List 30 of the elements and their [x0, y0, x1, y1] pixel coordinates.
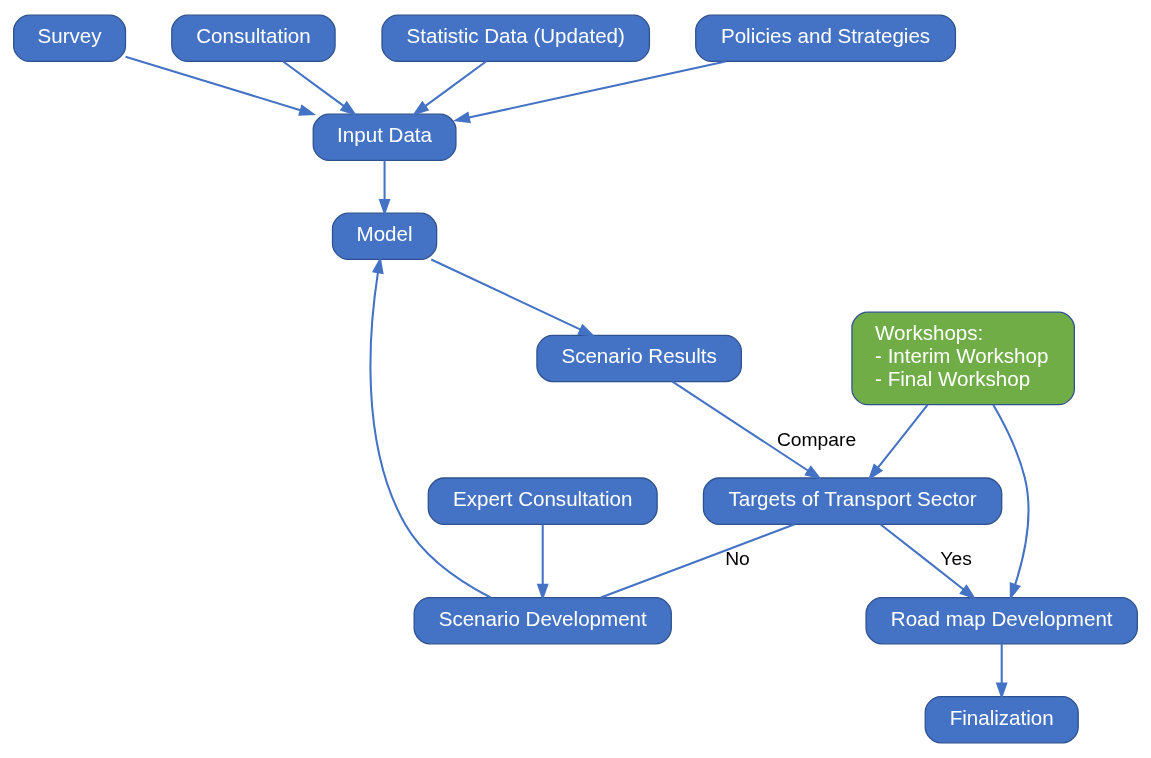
node-box: Scenario Development: [413, 596, 672, 645]
node-box: Workshops: - Interim Workshop - Final Workshop: [851, 311, 1075, 406]
edge-label: No: [725, 548, 750, 570]
arrow: [995, 643, 1008, 700]
node-box: Consultation: [171, 14, 336, 63]
arrow: [880, 523, 977, 600]
node-box: Scenario Results: [536, 334, 742, 383]
arrow: [671, 380, 822, 480]
connector: [600, 523, 795, 599]
arrow: [282, 60, 357, 116]
node-box: Finalization: [924, 695, 1079, 744]
node-box: Road map Development: [865, 596, 1138, 645]
node-box: Expert Consultation: [427, 477, 658, 525]
edge-label: Yes: [940, 548, 972, 570]
node-box: Policies and Strategies: [695, 14, 957, 63]
arrow: [536, 524, 549, 601]
node-box: Model: [331, 212, 438, 261]
arrow: [992, 404, 1030, 601]
arrow: [125, 55, 317, 116]
arrow: [412, 60, 487, 116]
node-box: Statistic Data (Updated): [381, 14, 651, 63]
node-box: Input Data: [312, 113, 457, 162]
arrow: [453, 60, 726, 124]
edge-label: Compare: [776, 428, 857, 450]
arrow: [369, 256, 491, 599]
arrow: [430, 258, 596, 337]
arrow: [378, 160, 391, 216]
node-box: Survey: [13, 14, 127, 63]
node-box: Targets of Transport Sector: [702, 477, 1003, 525]
arrow: [867, 404, 929, 481]
